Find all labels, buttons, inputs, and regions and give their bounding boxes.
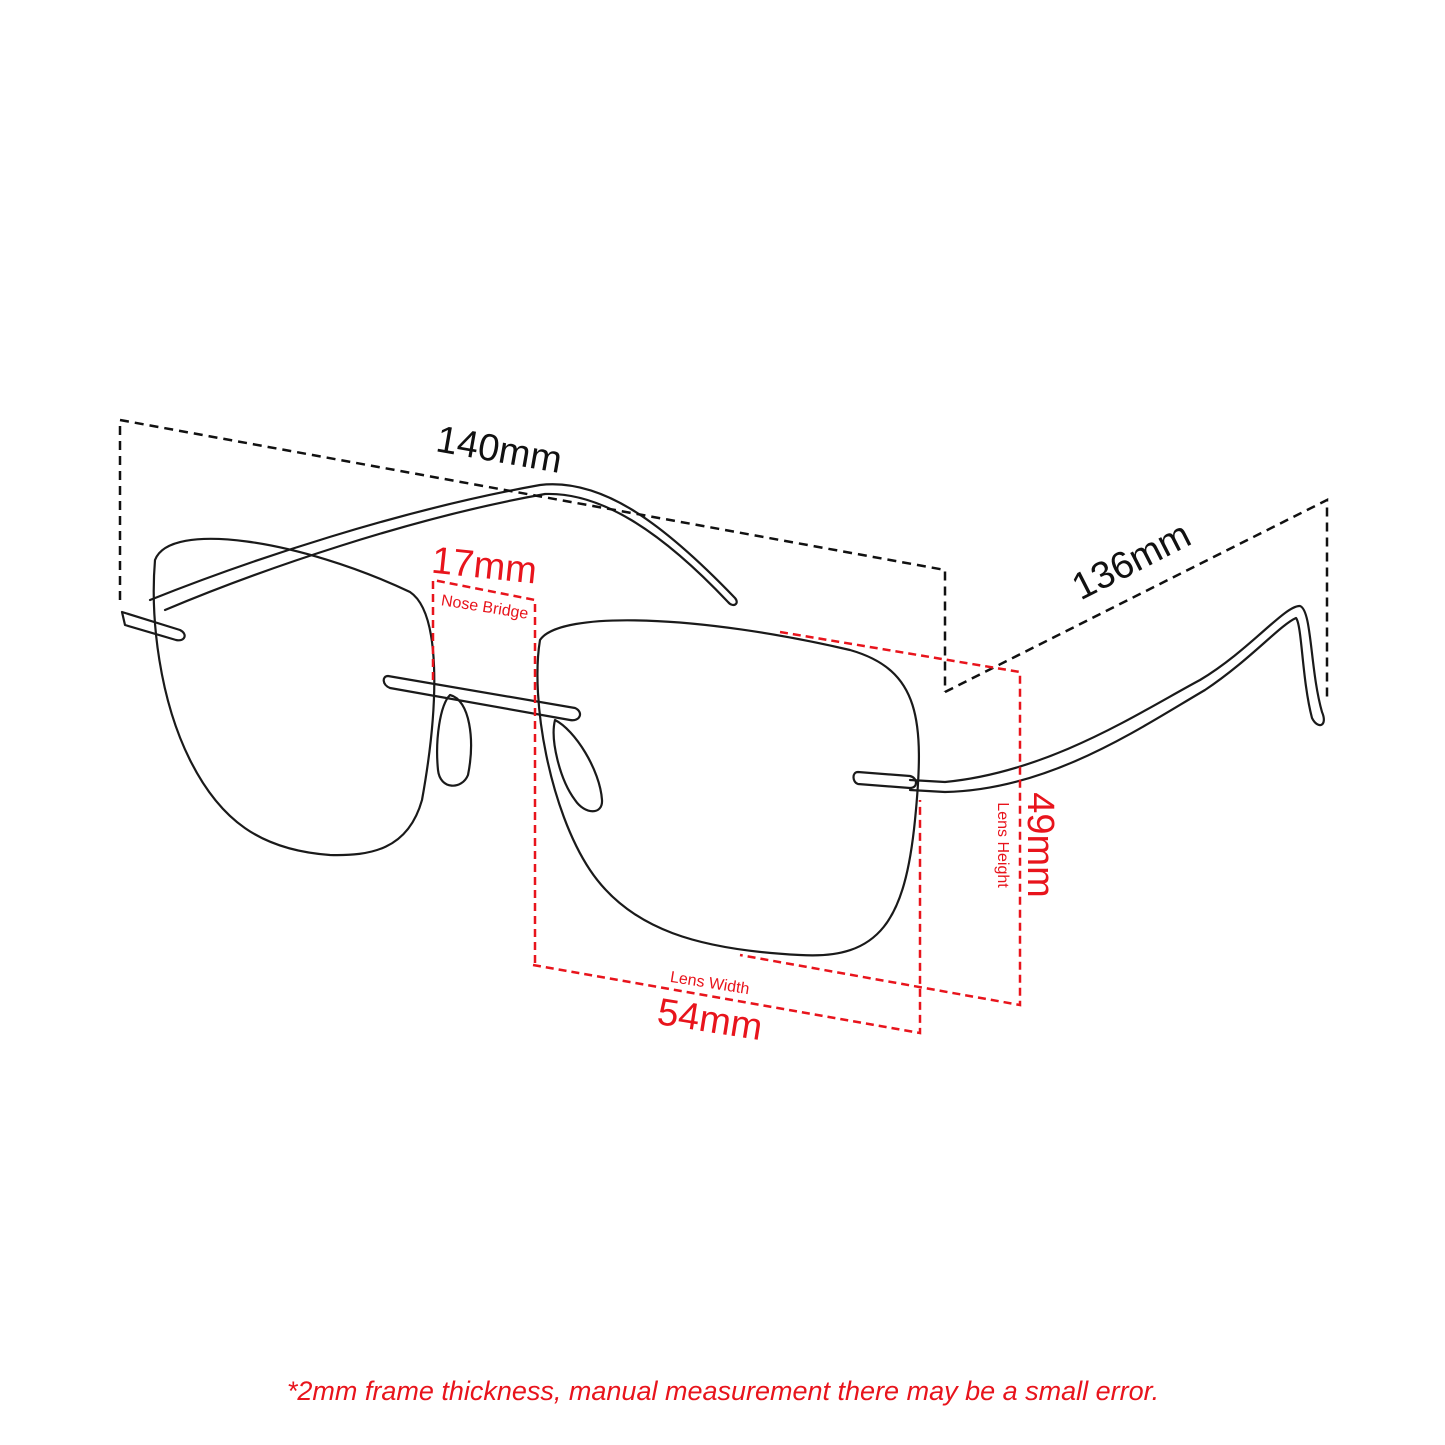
nose-bridge-value: 17mm (430, 540, 539, 593)
bridge (382, 674, 582, 722)
temple-length-value: 136mm (1066, 514, 1198, 609)
right-nose-pad (552, 718, 604, 813)
left-hinge (120, 610, 186, 642)
nose-bridge-dimension: 17mm Nose Bridge (430, 540, 539, 965)
glasses-drawing (120, 483, 1325, 957)
footnote: *2mm frame thickness, manual measurement… (287, 1376, 1159, 1406)
lens-width-value: 54mm (654, 991, 765, 1049)
left-lens (152, 537, 436, 857)
total-width-value: 140mm (433, 418, 565, 481)
lens-width-dimension: Lens Width 54mm (532, 800, 922, 1049)
right-temple (908, 604, 1325, 794)
left-temple (148, 483, 738, 612)
right-hinge (852, 770, 918, 790)
lens-height-label: Lens Height (994, 802, 1011, 888)
right-lens (536, 619, 920, 957)
lens-height-dimension: Lens Height 49mm (739, 630, 1061, 1007)
lens-height-value: 49mm (1019, 792, 1061, 898)
left-nose-pad (436, 693, 473, 787)
